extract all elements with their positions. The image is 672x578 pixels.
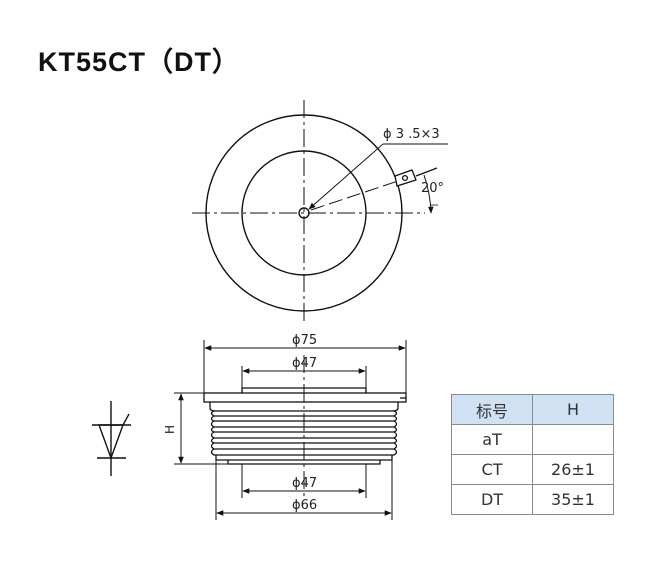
terminal-angle-line (310, 180, 399, 211)
dim-outer-top-label: ϕ75 (292, 333, 317, 348)
angle-arc (423, 174, 434, 214)
hole-leader-line (308, 143, 384, 210)
dim-inner-top-label: ϕ47 (292, 356, 317, 371)
height-label: H (163, 425, 177, 434)
table-cell (532, 424, 614, 455)
side-view (174, 340, 407, 520)
table-row: DT 35±1 (451, 484, 614, 515)
table-header: H (532, 394, 614, 425)
hole-size-label: ϕ 3 .5×3 (383, 127, 440, 142)
table-header: 标号 (451, 394, 533, 425)
table-cell: CT (451, 454, 533, 485)
table-row: CT 26±1 (451, 454, 614, 485)
dim-outer-bottom-label: ϕ66 (292, 498, 317, 513)
flange-plate (203, 392, 407, 403)
table-cell: DT (451, 484, 533, 515)
thyristor-symbol-icon (92, 401, 131, 476)
table-cell: 35±1 (532, 484, 614, 515)
page-title: KT55CT（DT） (38, 47, 241, 77)
dim-inner-bottom-label: ϕ47 (292, 476, 317, 491)
table-header-row: 标号 H (451, 394, 614, 425)
table-cell: aT (451, 424, 533, 455)
housing-top (209, 402, 399, 412)
gate-terminal (394, 167, 438, 187)
top-view (192, 100, 448, 325)
spec-table: 标号 H aT CT 26±1 DT 35±1 (451, 394, 614, 515)
angle-label: 20° (421, 181, 444, 196)
housing-fins (210, 410, 398, 461)
table-row: aT (451, 424, 614, 455)
table-cell: 26±1 (532, 454, 614, 485)
